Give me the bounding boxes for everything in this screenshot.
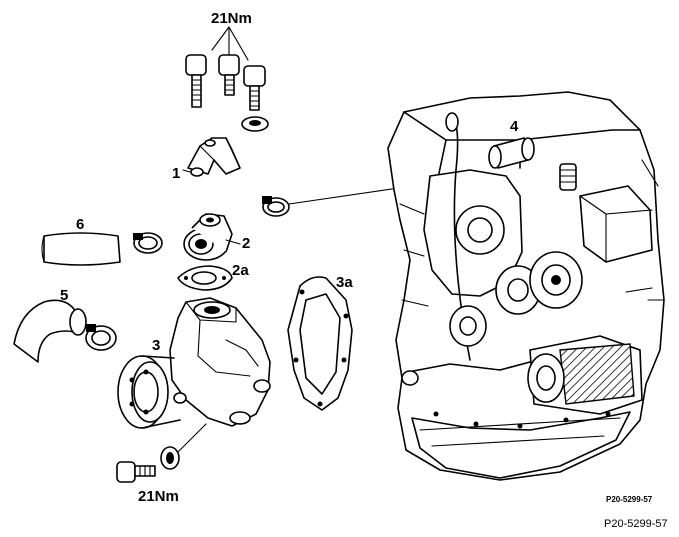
figure-code-outer: P20-5299-57 — [604, 518, 668, 530]
bracket-part — [182, 137, 241, 177]
gasket-2a — [177, 265, 233, 291]
part-label-5: 5 — [60, 287, 68, 304]
part-label-1: 1 — [172, 165, 180, 182]
torque-label-top: 21Nm — [211, 10, 252, 27]
part-label-3a: 3a — [336, 274, 353, 291]
part-label-2: 2 — [242, 235, 250, 252]
part-label-4: 4 — [510, 118, 519, 135]
torque-label-bottom: 21Nm — [138, 488, 179, 505]
part-label-3: 3 — [152, 337, 160, 354]
water-pump — [117, 297, 271, 429]
hose-clamp-upper — [262, 181, 441, 217]
hose-part-5 — [13, 299, 117, 363]
part-label-2a: 2a — [232, 262, 249, 279]
mounting-bolts-top — [185, 26, 269, 132]
engine-block — [387, 91, 665, 481]
gasket-3a — [287, 276, 353, 411]
thermostat-housing — [183, 213, 241, 261]
mounting-bolt-bottom — [116, 423, 207, 483]
figure-code-inner: P20-5299-57 — [606, 495, 653, 504]
hose-part-6 — [41, 232, 163, 266]
part-label-6: 6 — [76, 216, 84, 233]
